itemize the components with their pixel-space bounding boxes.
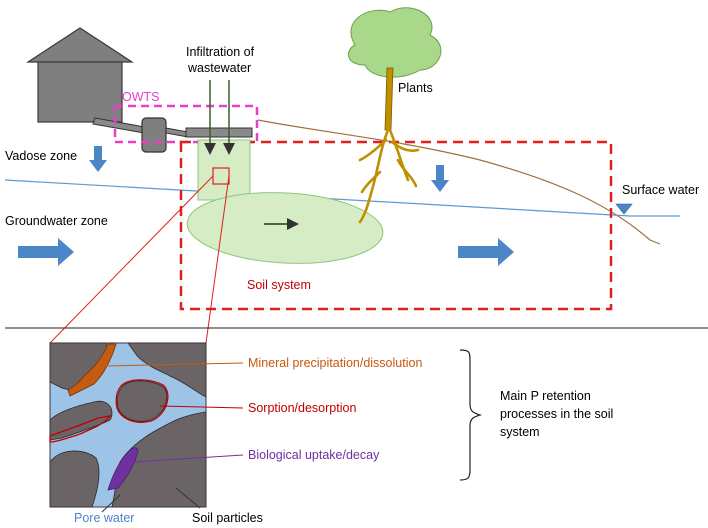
owts-label: OWTS <box>122 90 160 104</box>
soil-system-box <box>179 140 613 311</box>
sorption-layer <box>49 415 112 443</box>
soil-particles-label: Soil particles <box>192 511 263 525</box>
mineral-process-label: Mineral precipitation/dissolution <box>248 356 422 370</box>
groundwater-flow-arrows <box>18 238 514 266</box>
vadose-down-arrows <box>89 146 449 192</box>
infiltration-arrows <box>204 80 235 155</box>
infiltration-label-line1: Infiltration of <box>186 45 255 59</box>
wastewater-plume <box>186 139 384 264</box>
plants-label: Plants <box>398 81 433 95</box>
biological-layer <box>107 447 139 491</box>
surface-water-marker <box>615 203 633 215</box>
main-p-label-line2: processes in the soil <box>500 407 613 421</box>
zoom-line-left <box>49 175 214 344</box>
pore-water-label: Pore water <box>74 511 134 525</box>
sorption-process-label: Sorption/desorption <box>248 401 356 415</box>
vadose-zone-label: Vadose zone <box>5 149 77 163</box>
main-p-label-line1: Main P retention <box>500 389 591 403</box>
main-p-label-line3: system <box>500 425 540 439</box>
soil-system-label: Soil system <box>247 278 311 292</box>
groundwater-zone-label: Groundwater zone <box>5 214 108 228</box>
mineral-layer <box>67 343 117 397</box>
infiltration-label-line2: wastewater <box>187 61 251 75</box>
brace <box>459 349 482 481</box>
surface-water-label: Surface water <box>622 183 699 197</box>
sorption-particle-outline <box>115 379 169 423</box>
biological-process-label: Biological uptake/decay <box>248 448 380 462</box>
ground-surface-line <box>257 119 661 245</box>
owts-system <box>92 117 253 153</box>
zoom-line-right <box>205 175 230 344</box>
leader-lines <box>101 362 244 513</box>
tree <box>347 7 442 224</box>
zoom-panel <box>49 342 207 508</box>
house <box>25 27 135 123</box>
